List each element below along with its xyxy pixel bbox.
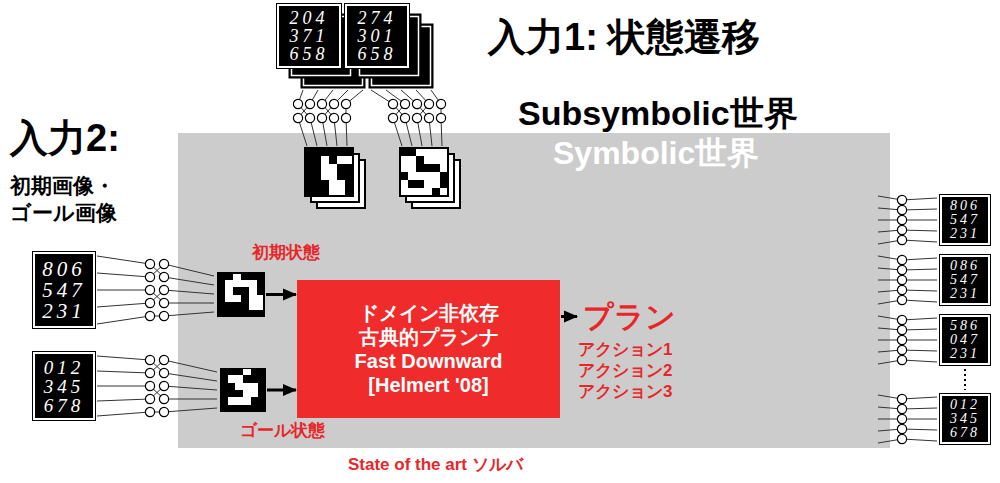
input-heading: 入力2:	[10, 117, 120, 161]
network-nodes	[150, 104, 902, 439]
initial-state-image: 初期状態	[217, 272, 265, 317]
input-subheading: 初期画像・ ゴール画像	[10, 172, 160, 227]
mnist-image: 586 047 231	[940, 315, 990, 365]
digit-text: 806 547 231	[950, 199, 980, 241]
flow-arrow	[266, 293, 296, 296]
mnist-image: 086 547 231	[940, 255, 990, 305]
pixel-image	[220, 368, 266, 412]
solver-caption: State of the art ソルバ	[348, 455, 523, 475]
node-title: 初期状態	[252, 243, 320, 263]
pixel	[251, 397, 259, 404]
mnist-image: 204 371 658	[277, 4, 341, 68]
pixel	[228, 390, 236, 397]
digit-text: 012 345 678	[44, 358, 85, 415]
mnist-image: 274 301 658	[345, 4, 409, 68]
input-heading: 入力1: 状態遷移	[488, 16, 760, 60]
node-title: ドメイン非依存 古典的プランナ Fast Downward [Helmert '…	[336, 301, 521, 397]
node-title: Symbolic世界	[553, 136, 759, 171]
goal-state-image: ゴール状態	[220, 368, 266, 412]
digit-text: 274 301 658	[358, 9, 397, 63]
pixel	[251, 375, 259, 382]
pixel	[225, 302, 233, 310]
ellipsis-dots	[964, 369, 966, 390]
binary-image-stack	[305, 148, 460, 208]
pixel	[233, 287, 241, 295]
digit-text: 012 345 678	[950, 398, 980, 440]
world-heading: Subsymbolic世界	[518, 96, 798, 130]
pixel	[243, 375, 251, 382]
flow-arrow	[267, 389, 296, 392]
node-title: ゴール状態	[240, 421, 325, 441]
pixel	[241, 295, 249, 303]
pixel	[241, 302, 249, 310]
symbolic-region: Symbolic世界初期状態ドメイン非依存 古典的プランナ Fast Downw…	[178, 133, 890, 448]
planner-box: ドメイン非依存 古典的プランナ Fast Downward [Helmert '…	[297, 280, 560, 418]
flow-arrow	[561, 315, 577, 318]
pixel-frame	[221, 369, 265, 412]
node-title: プラン	[578, 300, 676, 333]
network-lines	[97, 90, 937, 443]
mnist-image: 806 547 231	[33, 252, 95, 328]
pixel-ground	[217, 272, 265, 317]
digit-text: 086 547 231	[950, 259, 980, 301]
pixel-image	[217, 272, 265, 317]
pixel	[233, 302, 241, 310]
digit-text: 586 047 231	[950, 319, 980, 361]
pixel	[235, 390, 243, 397]
plan-output: プランアクション1 アクション2 アクション3	[578, 300, 676, 402]
digit-text: 806 547 231	[42, 259, 86, 322]
mnist-image: 806 547 231	[940, 195, 990, 245]
pixel	[241, 287, 249, 295]
mnist-image: 012 345 678	[940, 394, 990, 444]
mnist-image: 012 345 678	[33, 352, 95, 420]
image-stack-back	[289, 14, 433, 88]
pixel-ground	[220, 368, 266, 412]
pixel	[228, 383, 236, 390]
digit-text: 204 371 658	[290, 9, 329, 63]
node-body: アクション1 アクション2 アクション3	[578, 339, 672, 402]
pixel-frame	[218, 273, 264, 317]
